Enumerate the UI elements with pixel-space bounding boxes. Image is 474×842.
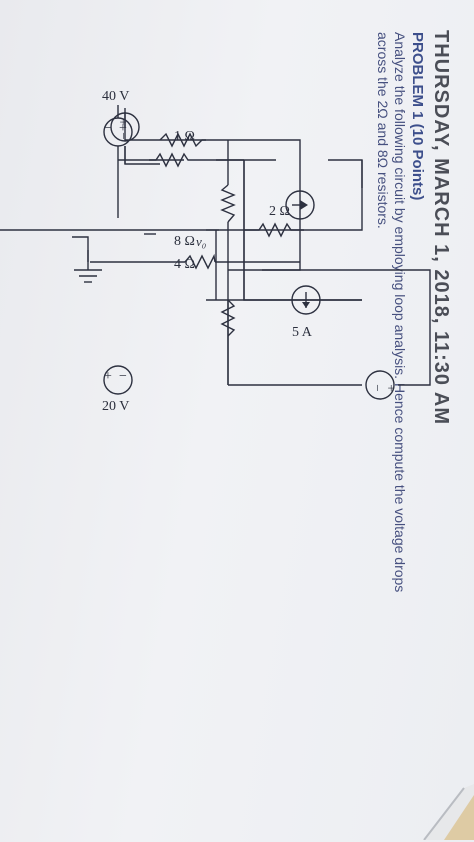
resistor-4ohm	[184, 253, 216, 270]
r4-label: 4 Ω	[174, 257, 195, 272]
current-source-label: 5 A	[292, 325, 313, 340]
r2-label: 2 Ω	[269, 204, 290, 219]
resistor-2ohm	[220, 184, 236, 223]
v40-minus: −	[116, 132, 131, 139]
voltage-source-40v-symbol	[103, 105, 133, 160]
wires	[72, 108, 431, 386]
v40-minus-sign: −	[104, 121, 112, 136]
pen-icon	[423, 784, 474, 840]
v20-plus: +	[384, 384, 399, 391]
v40-label: 40 V	[102, 89, 129, 104]
source-40v: + −	[110, 112, 140, 142]
voltage-source-20v-symbol	[103, 365, 133, 395]
node-voltage-label: v₀	[196, 234, 206, 249]
v20-minus-sign: −	[119, 369, 127, 384]
resistor-8ohm	[220, 299, 236, 337]
v20-minus: −	[370, 384, 385, 391]
v40-plus-sign: +	[119, 121, 127, 136]
v20-plus-sign: +	[104, 369, 112, 384]
current-source-5a-symbol	[285, 190, 315, 220]
v20-label: 20 V	[102, 399, 129, 414]
ground-icon	[74, 250, 102, 283]
r8-label: 8 Ω	[174, 234, 195, 249]
middle-branch	[206, 230, 362, 301]
resistor-2-ohm	[244, 222, 304, 238]
resistor-1ohm	[159, 132, 206, 148]
v40-plus: +	[116, 118, 131, 125]
source-20v: − +	[365, 370, 399, 400]
resistor-1-ohm	[149, 152, 198, 168]
